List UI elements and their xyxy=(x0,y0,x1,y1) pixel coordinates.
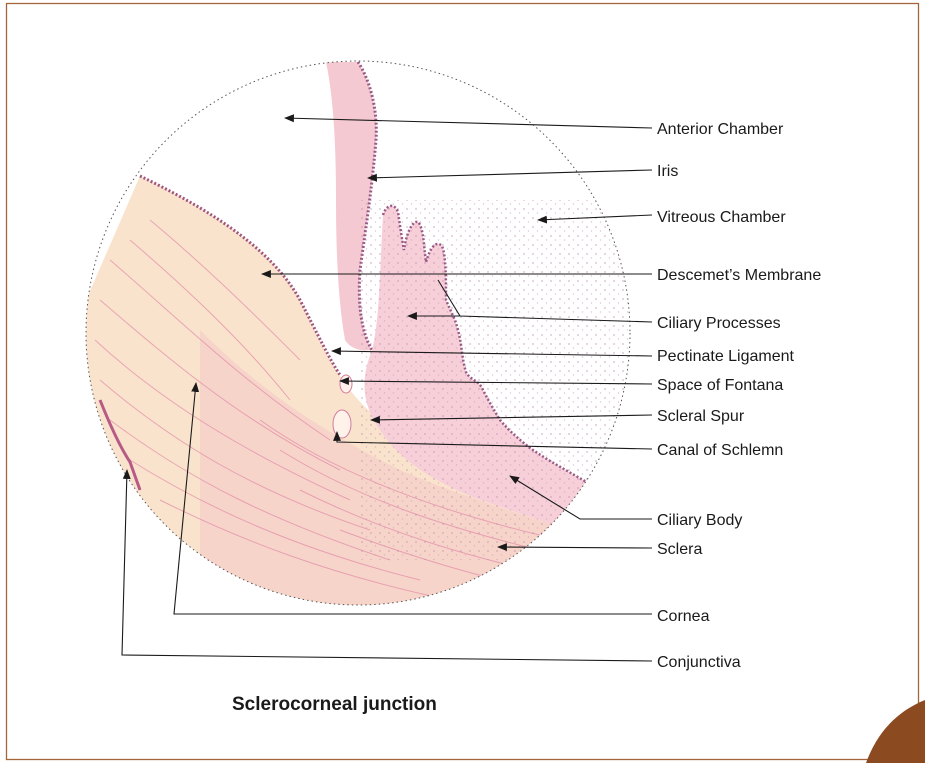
label-space-of-fontana: Space of Fontana xyxy=(657,377,783,394)
space-of-fontana xyxy=(340,375,352,393)
label-ciliary-processes: Ciliary Processes xyxy=(657,315,781,332)
label-ciliary-body: Ciliary Body xyxy=(657,512,742,529)
labels: Anterior Chamber Iris Vitreous Chamber D… xyxy=(657,121,821,671)
label-descemets-membrane: Descemet’s Membrane xyxy=(657,267,821,284)
label-anterior-chamber: Anterior Chamber xyxy=(657,121,784,138)
leader-iris xyxy=(368,170,652,178)
corner-accent xyxy=(866,700,925,763)
label-iris: Iris xyxy=(657,163,678,180)
label-pectinate-ligament: Pectinate Ligament xyxy=(657,348,795,365)
label-conjunctiva: Conjunctiva xyxy=(657,654,741,671)
canal-of-schlemn-space xyxy=(333,410,351,438)
label-vitreous-chamber: Vitreous Chamber xyxy=(657,209,786,226)
ciliary-body-nuclei xyxy=(360,200,640,560)
label-sclera: Sclera xyxy=(657,541,702,558)
label-cornea: Cornea xyxy=(657,608,710,625)
label-canal-of-schlemn: Canal of Schlemn xyxy=(657,442,783,459)
figure-caption: Sclerocorneal junction xyxy=(232,694,437,715)
label-scleral-spur: Scleral Spur xyxy=(657,408,745,425)
